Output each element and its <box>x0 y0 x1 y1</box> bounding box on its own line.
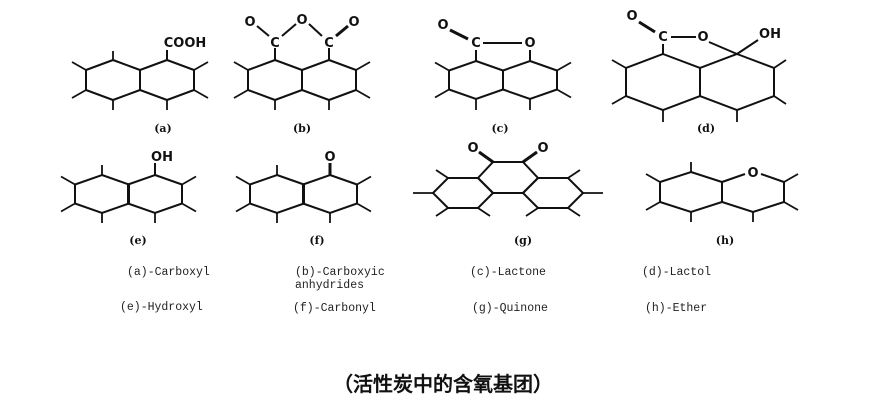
name-f: (f)-Carbonyl <box>293 302 376 315</box>
name-a: (a)-Carboxyl <box>127 266 210 279</box>
atom-label: O <box>244 15 255 30</box>
ring-right <box>301 58 357 102</box>
atom-label: C <box>471 36 481 51</box>
tag-a: (a) <box>154 122 172 135</box>
h-stub <box>181 175 197 186</box>
h-stub <box>645 173 661 183</box>
atom-label: O <box>537 141 548 156</box>
ring-right <box>302 173 358 215</box>
h-stub <box>435 207 449 217</box>
bond <box>281 23 297 37</box>
ring-right <box>127 173 183 215</box>
h-stub <box>773 95 787 105</box>
bond <box>335 24 349 38</box>
h-stub <box>525 207 539 217</box>
atom-label: C <box>324 36 334 51</box>
tag-b: (b) <box>293 122 311 135</box>
h-stub <box>567 207 581 217</box>
h-stub <box>434 61 450 72</box>
atom-label: O <box>348 15 359 30</box>
tag-c: (c) <box>491 122 508 135</box>
tag-f: (f) <box>309 234 324 247</box>
bond <box>256 25 270 37</box>
h-stub <box>567 169 581 179</box>
h-stub <box>556 88 572 99</box>
h-stub <box>235 202 251 213</box>
ring-right <box>502 59 558 101</box>
carbonyl-oxygen: O <box>324 150 335 165</box>
h-stub <box>477 207 491 217</box>
h-stub <box>71 61 87 71</box>
atom-label: O <box>524 36 535 51</box>
h-stub <box>783 201 799 211</box>
ring-right <box>521 177 585 209</box>
ether-oxygen: O <box>747 166 758 181</box>
h-stub <box>193 89 209 99</box>
bond <box>522 150 538 164</box>
name-c: (c)-Lactone <box>470 266 546 279</box>
h-stub <box>355 61 371 71</box>
name-g: (g)-Quinone <box>472 302 548 315</box>
tag-g: (g) <box>514 234 532 247</box>
tag-e: (e) <box>129 234 146 247</box>
h-stub <box>434 88 450 99</box>
bond <box>478 150 494 164</box>
h-stub <box>71 89 87 99</box>
h-stub <box>235 175 251 186</box>
ring-right <box>139 58 195 102</box>
tag-d: (d) <box>697 122 715 135</box>
ring-left <box>659 170 723 214</box>
atom-label: C <box>270 36 280 51</box>
ring-left <box>249 173 305 215</box>
h-stub <box>60 202 76 213</box>
ring-middle <box>476 161 540 194</box>
ring-left <box>625 52 701 112</box>
bond <box>736 39 759 55</box>
name-e: (e)-Hydroxyl <box>120 301 203 314</box>
figure-caption: （活性炭中的含氧基团） <box>333 372 553 396</box>
h-stub <box>193 61 209 71</box>
name-d: (d)-Lactol <box>642 266 712 279</box>
h-stub <box>645 201 661 211</box>
h-stub <box>611 59 627 69</box>
h-stub <box>783 173 799 183</box>
atom-label: O <box>626 9 637 24</box>
bond <box>449 28 469 41</box>
h-stub <box>181 202 197 213</box>
ring-right <box>699 52 775 112</box>
h-stub <box>233 61 249 71</box>
name-h: (h)-Ether <box>645 302 708 315</box>
ring-left <box>85 58 141 102</box>
bond <box>638 20 656 34</box>
atom-label: O <box>697 30 708 45</box>
h-stub <box>435 169 449 179</box>
h-stub <box>356 202 372 213</box>
bond <box>308 23 323 37</box>
carboxyl-group: COOH <box>164 36 207 51</box>
ring-left <box>431 177 495 209</box>
tag-h: (h) <box>716 234 734 247</box>
h-stub <box>355 89 371 99</box>
h-stub <box>60 175 76 186</box>
h-stub <box>356 175 372 186</box>
ring-left <box>247 58 303 102</box>
hydroxyl-group: OH <box>151 150 173 165</box>
atom-label: O <box>467 141 478 156</box>
atom-label: O <box>437 18 448 33</box>
ring-left <box>74 173 130 215</box>
atom-label: O <box>296 13 307 28</box>
h-stub <box>556 61 572 72</box>
ring-left <box>448 59 504 101</box>
h-stub <box>611 95 627 105</box>
h-stub <box>773 59 787 69</box>
hydroxyl-group: OH <box>759 27 781 42</box>
h-stub <box>233 89 249 99</box>
bond <box>708 41 738 55</box>
atom-label: C <box>658 30 668 45</box>
name-b: (b)-Carboxyic anhydrides <box>295 266 385 292</box>
